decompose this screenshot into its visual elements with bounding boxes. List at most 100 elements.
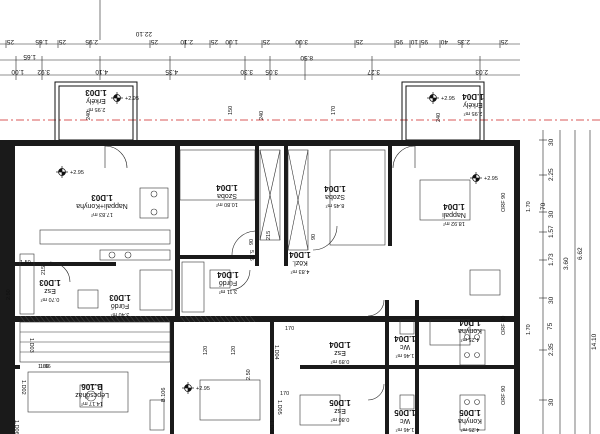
dim-label: 3.92 [37,68,50,75]
room-code: 1.D05 [459,408,481,417]
plan-annotation: 1.D04 [273,345,279,360]
dim-label: 30 [548,138,555,146]
window-mark: ORF 90 [501,386,507,405]
plan-annotation: 1.D05 [276,400,282,415]
room-name: Konyha [458,417,482,424]
room-code: 1.D04 [462,92,484,101]
plan-annotation: 120 [231,346,237,355]
dim-label: 3.05 [265,68,278,75]
dim-label: 1.00 [11,68,24,75]
dim-label: 95 [420,38,428,45]
dim-label: 2.25 [548,168,555,181]
dim-label: 2.95 [85,38,98,45]
room-code: 1.D05 [394,408,416,417]
room-code: 1.D03 [91,193,113,202]
room-name: Wc [399,343,410,350]
dim-label: 25 [6,38,14,45]
dim-label: 30 [548,296,555,304]
plan-annotation: 240 [259,111,265,120]
room-name: Közl. [292,259,308,266]
room-name: Konyha [458,327,482,334]
dim-label: 3.27 [367,68,380,75]
window-mark: ORF 90 [501,193,507,212]
plan-annotation: 1.66 [38,364,49,370]
dim-label: 95 [395,38,403,45]
dim-label: 40 [440,38,448,45]
room-name: Esz [334,407,346,414]
room-area: 8.45 m² [326,202,345,208]
room-name: Fürdő [219,279,237,286]
right-dimension-lines: 302.25301.571.73302.3530703.606.6214.107… [539,130,598,434]
plan-annotation: 1.66 [40,364,51,370]
room-name: Wc [399,417,410,424]
level-marker: +2.95 [470,172,498,184]
plan-annotation: 170 [280,391,289,397]
dim-label: 30 [548,210,555,218]
room-area: 2.95 m² [87,106,106,112]
room-code: 1.D03 [85,88,107,97]
plan-annotation: 2.50 [246,369,252,380]
window-mark: 1.70 [526,201,532,212]
dim-label: 2.35 [548,343,555,356]
hatch-fills [19,315,256,323]
room-code: 1.D04 [459,318,481,327]
dim-label: 70 [540,202,547,210]
room-code: 1.D04 [289,250,311,259]
room-code: 1.D04 [217,270,239,279]
room-code: B.106 [81,382,103,391]
dim-label: 75 [547,322,554,330]
room-area: 0.89 m² [331,358,350,364]
room-area: 14.17 m² [81,400,103,406]
room-tag: 1.46 m² Wc1.D05 [394,408,416,432]
room-code: 1.D04 [324,184,346,193]
room-name: Erkély [463,101,483,108]
dim-label: 6.62 [577,247,584,260]
room-code: 1.D04 [216,183,238,192]
room-code: 1.D03 [109,293,131,302]
plan-annotation: 90 [249,239,255,245]
dim-label: 25 [500,38,508,45]
room-name: Szoba [325,193,345,200]
plan-annotation: B.106 [161,388,167,402]
room-code: 1.D04 [394,334,416,343]
room-area: 3.40 m² [111,311,130,317]
room-area: 17.83 m² [91,211,113,217]
room-area: 10.80 m² [216,201,238,207]
level-marker: +2.95 [111,92,139,104]
room-name: Esz [44,287,56,294]
dim-label: 1.73 [548,253,555,266]
dim-label: 25 [58,38,66,45]
plan-annotation: 150 [228,106,234,115]
room-area: 2.95 m² [464,110,483,116]
room-area: 1.46 m² [396,426,415,432]
plan-annotation: 5.25 [248,250,254,261]
doors [49,145,416,401]
level-label: +2.95 [484,176,498,182]
dim-label: 4.35 [165,68,178,75]
room-name: Lépcsőház [75,391,109,398]
dim-label: 8.50 [300,54,313,61]
level-label: +2.95 [125,96,139,102]
room-area: 0.70 m² [41,296,60,302]
room-name: Esz [334,349,346,356]
level-markers: +2.95+2.95+2.95+2.95+2.95 [56,92,498,394]
room-area: 4.25 m² [461,336,480,342]
room-area: 4.25 m² [461,426,480,432]
plan-annotation: 1.D06 [13,420,19,434]
plan-annotation: 120 [203,346,209,355]
